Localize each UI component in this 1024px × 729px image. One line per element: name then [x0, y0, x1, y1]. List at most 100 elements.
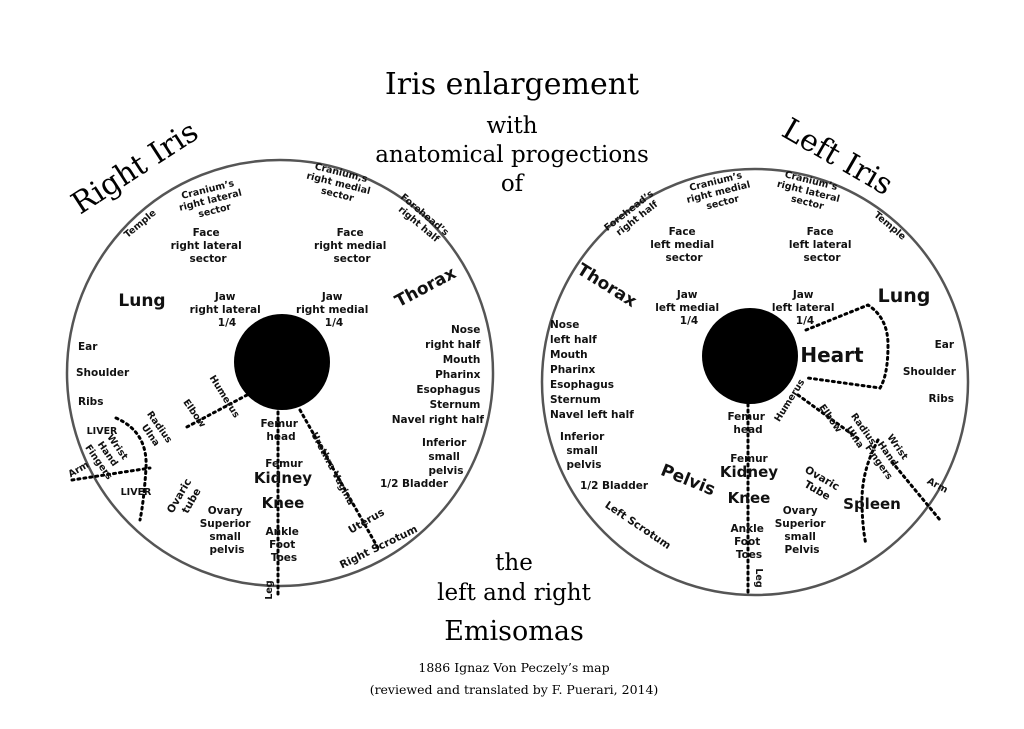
left-ovary-4: Pelvis: [784, 544, 819, 556]
svg-text:Inferior small pel: Inferior small pelvis: [560, 431, 608, 471]
right-elbow: Elbow: [180, 397, 207, 430]
right-ribs: Ribs: [78, 396, 103, 408]
left-esophagus: Esophagus: [550, 379, 614, 391]
right-kidney: Kidney: [254, 469, 312, 487]
right-arm-line: [183, 393, 249, 430]
left-knee: Knee: [728, 489, 771, 507]
svg-text:Ovary Superior sma: Ovary Superior small Pelvis: [775, 505, 830, 556]
left-ear: Ear: [935, 339, 955, 351]
svg-text:Cranium’s right medial: Cranium’s right medial sector: [683, 168, 758, 217]
right-ear: Ear: [78, 341, 98, 353]
left-inferior-2: small: [566, 445, 597, 457]
caption-line-1: 1886 Ignaz Von Peczely’s map: [418, 660, 609, 675]
title-line-5: the: [495, 550, 533, 576]
right-nose-2: right half: [425, 339, 481, 351]
svg-text:Forehead’s right half: Forehead’s right half: [391, 192, 453, 249]
left-bladder: 1/2 Bladder: [580, 480, 649, 492]
right-liver-line: [114, 416, 148, 522]
svg-text:Cranium,s right medial: Cranium,s right medial sector: [303, 160, 378, 209]
left-nose-2: left half: [550, 334, 597, 346]
left-iris-circle: [540, 167, 970, 597]
right-iris: Right Iris Cranium’s right lateral secto…: [65, 114, 495, 600]
left-heart: Heart: [800, 343, 864, 367]
svg-text:Ovary Superior sma: Ovary Superior small pelvis: [200, 505, 255, 556]
right-knee: Knee: [262, 494, 305, 512]
left-inferior-1: Inferior: [560, 431, 605, 443]
right-jaw-lateral-3: 1/4: [218, 317, 236, 329]
left-femur-head-2: head: [733, 424, 762, 436]
left-nose-1: Nose: [550, 319, 579, 331]
left-jaw-medial-1: Jaw: [676, 289, 698, 301]
left-jaw-medial-2: left medial: [655, 302, 719, 314]
left-face-medial-2: left medial: [650, 239, 714, 251]
right-ovary-2: Superior: [200, 518, 252, 530]
left-kidney: Kidney: [720, 463, 778, 481]
right-pharinx: Pharinx: [435, 369, 481, 381]
right-face-lateral-3: sector: [189, 253, 227, 265]
left-temple: Temple: [871, 210, 907, 243]
right-arm-outer-line: [70, 466, 152, 482]
right-femur: Femur: [265, 458, 303, 470]
svg-text:Femur head: Femur head: [260, 418, 301, 443]
left-jaw-lateral-1: Jaw: [792, 289, 814, 301]
svg-text:Cranium’s right lateral: Cranium’s right lateral sector: [175, 176, 249, 224]
right-face-medial-1: Face: [337, 227, 364, 239]
left-face-lateral-2: left lateral: [789, 239, 852, 251]
left-ribs: Ribs: [929, 393, 954, 405]
svg-text:Ankle Foot Toes: Ankle Foot Toes: [266, 526, 303, 564]
left-ovary-2: Superior: [775, 518, 827, 530]
left-arm-outer-line: [890, 460, 942, 522]
left-femur-head-1: Femur: [727, 411, 765, 423]
left-spleen: Spleen: [843, 495, 901, 513]
svg-text:Jaw right medial 1: Jaw right medial 1/4: [296, 291, 372, 329]
left-inferior-3: pelvis: [567, 459, 602, 471]
left-navel: Navel left half: [550, 409, 634, 421]
svg-text:Nose right half Mo: Nose right half Mouth Pharinx Esophagus …: [392, 324, 485, 426]
right-iris-pupil: [234, 314, 330, 410]
left-mouth: Mouth: [550, 349, 588, 361]
left-sternum: Sternum: [550, 394, 601, 406]
svg-text:Face right lateral: Face right lateral sector: [171, 227, 246, 265]
left-thorax: Thorax: [573, 260, 640, 312]
right-femur-head-1: Femur: [260, 418, 298, 430]
right-shoulder: Shoulder: [76, 367, 130, 379]
left-iris-pupil: [702, 308, 798, 404]
left-ankle-3: Toes: [736, 549, 762, 561]
title-line-6: left and right: [437, 580, 591, 606]
svg-text:Nose left half Mou: Nose left half Mouth Pharinx Esophagus S…: [550, 319, 634, 421]
svg-text:Ankle Foot Toes: Ankle Foot Toes: [731, 523, 768, 561]
right-nose-1: Nose: [451, 324, 480, 336]
svg-text:Jaw right lateral: Jaw right lateral 1/4: [190, 291, 265, 329]
svg-text:Face left lateral: Face left lateral sector: [789, 226, 855, 264]
right-urethra-line: [298, 408, 380, 550]
right-face-medial-3: sector: [333, 253, 371, 265]
right-liver-bottom: LIVER: [121, 487, 152, 498]
left-ankle-2: Foot: [734, 536, 760, 548]
right-jaw-lateral-1: Jaw: [214, 291, 236, 303]
right-face-medial-2: right medial: [314, 240, 386, 252]
right-leg: Leg: [264, 580, 275, 599]
right-ankle-3: Toes: [271, 552, 297, 564]
left-jaw-lateral-3: 1/4: [796, 315, 814, 327]
left-ovary-3: small: [784, 531, 815, 543]
title-line-7: Emisomas: [444, 616, 584, 647]
left-lung: Lung: [878, 285, 931, 307]
right-esophagus: Esophagus: [416, 384, 480, 396]
left-shoulder: Shoulder: [903, 366, 957, 378]
left-leg: Leg: [753, 568, 764, 587]
left-femur: Femur: [730, 453, 768, 465]
left-pelvis: Pelvis: [658, 460, 718, 500]
right-face-lateral-2: right lateral: [171, 240, 242, 252]
left-face-medial-3: sector: [665, 252, 703, 264]
right-mouth: Mouth: [443, 354, 481, 366]
right-navel: Navel right half: [392, 414, 485, 426]
svg-text:Ovaric Tube: Ovaric Tube: [796, 464, 844, 506]
title-line-1: Iris enlargement: [385, 67, 639, 102]
left-scrotum: Left Scrotum: [603, 499, 673, 552]
title-line-4: of: [501, 171, 525, 197]
right-ovary-1: Ovary: [208, 505, 243, 517]
right-ovary-4: pelvis: [210, 544, 245, 556]
left-pharinx: Pharinx: [550, 364, 596, 376]
